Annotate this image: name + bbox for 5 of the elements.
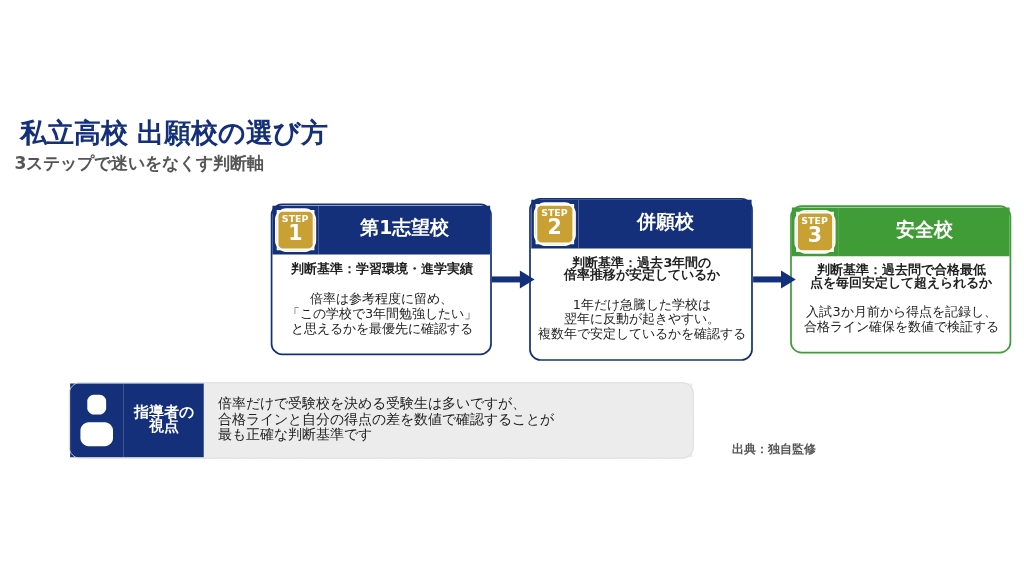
label: 3ステップで迷いをなくす判断軸 [14,152,265,173]
arrow [753,270,796,289]
diagram-title: 私立高校 出願校の選び方 [19,116,329,148]
arrow [491,270,535,289]
label: 出典：独自監修 [731,442,816,457]
